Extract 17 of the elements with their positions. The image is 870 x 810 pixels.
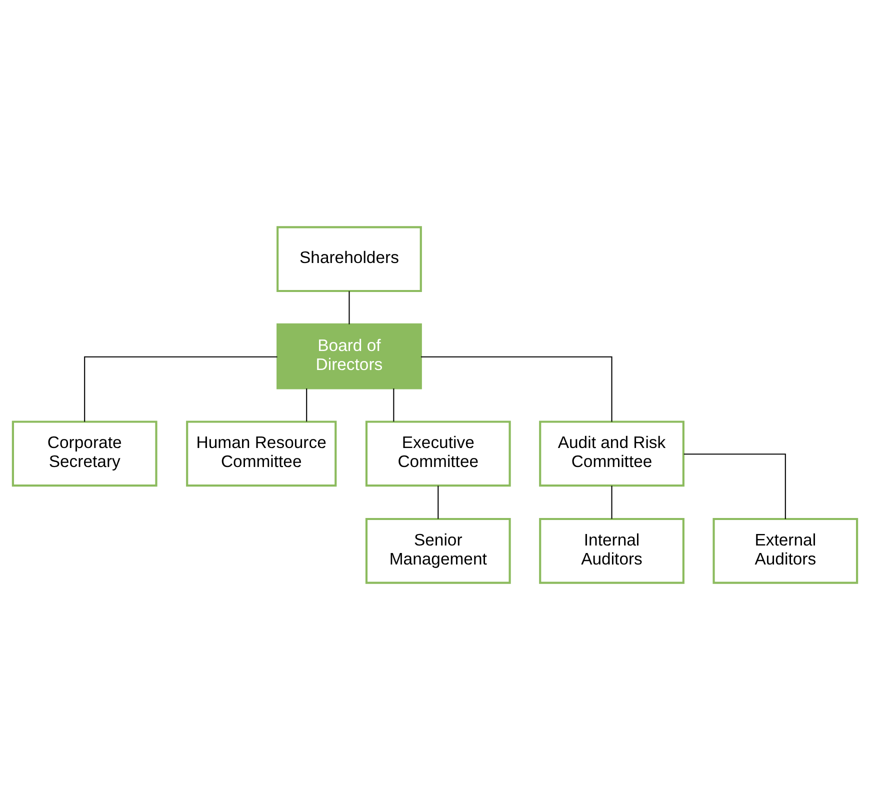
node-box: Human Resource Committee — [186, 420, 337, 487]
node-box: External Auditors — [712, 518, 858, 584]
node-box: Board of Directors — [276, 323, 422, 390]
connector — [348, 291, 350, 324]
node-box: Senior Management — [365, 518, 511, 584]
node-box: Audit and Risk Committee — [539, 420, 684, 487]
connector — [84, 356, 278, 422]
node-box: Corporate Secretary — [12, 420, 158, 487]
node-box: Executive Committee — [365, 420, 511, 487]
connector — [420, 356, 612, 422]
node-box: Internal Auditors — [539, 518, 684, 584]
connector — [684, 454, 786, 519]
connector — [306, 388, 308, 422]
connector — [393, 388, 394, 422]
connector — [438, 486, 439, 519]
node-box: Shareholders — [276, 226, 422, 292]
connector — [611, 486, 612, 519]
